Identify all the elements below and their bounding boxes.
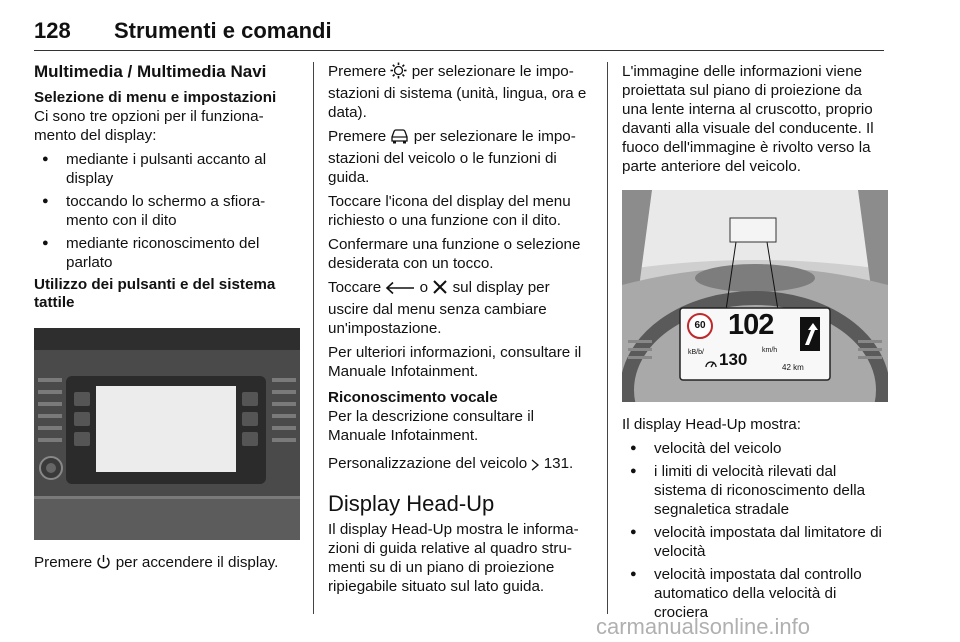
hud-set-speed: 130 bbox=[719, 350, 748, 369]
back-arrow-icon bbox=[385, 281, 415, 300]
figure-caption: Premere per accendere il display. bbox=[34, 553, 300, 575]
heading-head-up-display: Display Head-Up bbox=[328, 491, 495, 516]
watermark: carmanualsonline.info bbox=[596, 614, 811, 639]
paragraph-hud-projection: L'immagine delle informazioni viene proi… bbox=[622, 63, 874, 175]
paragraph-vehicle-personalization: Personalizzazione del veicolo 131. bbox=[328, 454, 593, 476]
settings-gear-icon bbox=[390, 62, 407, 84]
head-up-display-illustration bbox=[622, 190, 888, 402]
infotainment-display-figure bbox=[34, 328, 300, 540]
paragraph-touch-icon: Toccare l'icona del display del menu ric… bbox=[328, 193, 571, 229]
subheading-buttons-touch: Utilizzo dei pulsanti e del sistema tatt… bbox=[34, 276, 276, 311]
list-item: mediante i pulsanti accanto al display bbox=[34, 150, 300, 188]
hud-vehicle-speed: 102 bbox=[728, 309, 774, 341]
cruise-control-icon bbox=[704, 355, 718, 374]
hud-limit-unit: kB/b/ bbox=[688, 349, 704, 356]
hud-distance: 42 km bbox=[782, 363, 804, 372]
paragraph-hud-intro: Il display Head-Up mostra le informa­zio… bbox=[328, 521, 579, 595]
paragraph-confirm: Confermare una funzione o selezione desi… bbox=[328, 236, 581, 272]
list-item: velocità impostata dal controllo automat… bbox=[622, 565, 888, 622]
list-item: mediante riconoscimento del parlato bbox=[34, 234, 300, 272]
paragraph-exit-menu: Toccare o sul display per uscire dal men… bbox=[328, 279, 550, 337]
page-header: 128 Strumenti e comandi bbox=[34, 10, 884, 51]
speed-limit-sign-icon: 60 bbox=[687, 313, 713, 339]
paragraph-voice: Per la descrizione consultare il Manuale… bbox=[328, 408, 534, 444]
paragraph-hud-shows: Il display Head-Up mostra: bbox=[622, 416, 801, 433]
infotainment-display-illustration bbox=[34, 328, 300, 540]
paragraph-system-settings: Premere per selezionare le impo­stazioni… bbox=[328, 62, 587, 121]
column-divider bbox=[313, 62, 314, 614]
paragraph-infotainment-manual: Per ulteriori informazioni, consultare i… bbox=[328, 344, 582, 380]
list-item: velocità impostata dal limitatore di vel… bbox=[622, 523, 888, 561]
hud-contents-list: velocità del veicolo i limiti di velocit… bbox=[622, 439, 888, 622]
column-1: Multimedia / Multimedia Navi Selezione d… bbox=[34, 62, 300, 580]
list-item: toccando lo schermo a sfiora­mento con i… bbox=[34, 192, 300, 230]
column-3: L'immagine delle informazioni viene proi… bbox=[622, 62, 888, 626]
operation-options-list: mediante i pulsanti accanto al display t… bbox=[34, 150, 300, 272]
hud-speed-unit: km/h bbox=[762, 347, 778, 354]
page-number: 128 bbox=[34, 18, 71, 43]
column-divider bbox=[607, 62, 608, 614]
page-title: Strumenti e comandi bbox=[114, 18, 332, 43]
subheading-menu-selection: Selezione di menu e impostazioni bbox=[34, 89, 277, 106]
page-reference-icon bbox=[531, 457, 540, 476]
subheading-voice-recognition: Riconoscimento vocale bbox=[328, 389, 498, 406]
column-2: Premere per selezionare le impo­stazioni… bbox=[328, 62, 593, 601]
head-up-display-figure: 60 kB/b/ 102 km/h 130 42 km bbox=[622, 190, 888, 402]
section-title: Multimedia / Multimedia Navi bbox=[34, 62, 267, 81]
list-item: velocità del veicolo bbox=[622, 439, 888, 458]
power-icon bbox=[96, 554, 111, 575]
intro-paragraph: Ci sono tre opzioni per il funziona­ment… bbox=[34, 108, 264, 144]
list-item: i limiti di velocità rilevati dal sistem… bbox=[622, 462, 888, 519]
car-icon bbox=[390, 128, 409, 149]
paragraph-vehicle-settings: Premere per selezionare le impo­stazioni… bbox=[328, 128, 576, 186]
close-icon bbox=[432, 279, 448, 300]
